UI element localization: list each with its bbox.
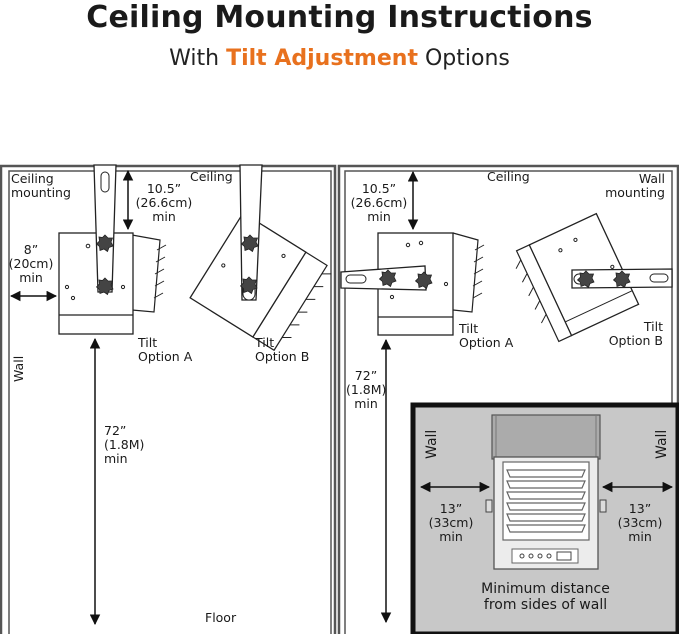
label-line: Option B <box>255 349 310 364</box>
inset-caption: Minimum distance from sides of wall <box>418 581 673 613</box>
left-side-clearance-label: 8” (20cm) min <box>6 243 56 285</box>
left-floor-clearance-label: 72” (1.8M) min <box>104 424 144 466</box>
left-ceiling-mounting-label: Ceiling mounting <box>11 172 71 200</box>
left-tilt-option-a-label: Tilt Option A <box>138 336 192 364</box>
label-line: mounting <box>605 185 665 200</box>
label-line: 10.5” <box>146 181 182 196</box>
label-line: min <box>152 209 176 224</box>
right-top-clearance-label: 10.5” (26.6cm) min <box>346 182 412 224</box>
side-clearance-inset <box>410 402 679 634</box>
label-line: (26.6cm) <box>350 195 408 210</box>
right-floor-clearance-label: 72” (1.8M) min <box>346 369 386 411</box>
label-line: 8” <box>23 242 39 257</box>
left-panel-frame <box>0 164 337 634</box>
label-line: (26.6cm) <box>135 195 193 210</box>
right-wall-mounting-label: Wall mounting <box>590 172 665 200</box>
label-line: min <box>367 209 391 224</box>
label-line: min <box>439 529 463 544</box>
label-line: (1.8M) <box>346 382 387 397</box>
page-title: Ceiling Mounting Instructions <box>86 0 593 35</box>
label-line: min <box>628 529 652 544</box>
label-line: Wall <box>638 171 665 186</box>
left-wall-label: Wall <box>11 355 26 382</box>
caption-line: Minimum distance <box>481 581 610 597</box>
label-line: min <box>104 451 128 466</box>
label-line: 72” <box>104 423 127 438</box>
subtitle-prefix: With <box>169 46 227 71</box>
label-line: 13” <box>439 501 463 516</box>
subtitle-suffix: Options <box>417 46 510 71</box>
label-line: Option A <box>459 335 514 350</box>
label-line: Option B <box>608 333 663 348</box>
label-line: 13” <box>628 501 652 516</box>
label-line: (20cm) <box>8 256 54 271</box>
label-line: Tilt <box>459 321 479 336</box>
heater-option-b-right <box>515 212 673 343</box>
inset-left-clearance-label: 13” (33cm) min <box>424 502 478 544</box>
subtitle-accent: Tilt Adjustment <box>226 46 418 71</box>
left-panel <box>0 164 337 634</box>
inset-right-clearance-label: 13” (33cm) min <box>611 502 669 544</box>
heater-option-a-left <box>58 164 167 335</box>
label-line: (33cm) <box>617 515 663 530</box>
inset-wall-left-label: Wall <box>424 429 440 459</box>
page-subtitle: With Tilt Adjustment Options <box>0 46 679 71</box>
left-top-clearance-label: 10.5” (26.6cm) min <box>128 182 200 224</box>
label-line: mounting <box>11 185 71 200</box>
label-line: (33cm) <box>428 515 474 530</box>
label-line: Tilt <box>643 319 663 334</box>
right-tilt-option-a-label: Tilt Option A <box>459 322 513 350</box>
right-panel-frame <box>337 164 679 634</box>
label-line: Tilt <box>255 335 275 350</box>
label-line: Ceiling <box>11 171 54 186</box>
label-line: Tilt <box>138 335 158 350</box>
right-ceiling-label: Ceiling <box>487 169 530 184</box>
right-panel <box>337 164 679 634</box>
label-line: 10.5” <box>361 181 397 196</box>
heater-option-a-right <box>340 232 485 336</box>
floor-label: Floor <box>205 610 237 625</box>
left-ceiling-label: Ceiling <box>190 169 233 184</box>
left-tilt-option-b-label: Tilt Option B <box>255 336 309 364</box>
caption-line: from sides of wall <box>483 597 608 613</box>
label-line: (1.8M) <box>104 437 145 452</box>
label-line: min <box>19 270 43 285</box>
heater-option-b-left <box>189 164 332 352</box>
right-tilt-option-b-label: Tilt Option B <box>590 320 663 348</box>
label-line: 72” <box>354 368 378 383</box>
inset-wall-right-label: Wall <box>654 429 670 459</box>
label-line: min <box>354 396 378 411</box>
left-panel-inner-frame <box>8 170 332 634</box>
label-line: Option A <box>138 349 193 364</box>
